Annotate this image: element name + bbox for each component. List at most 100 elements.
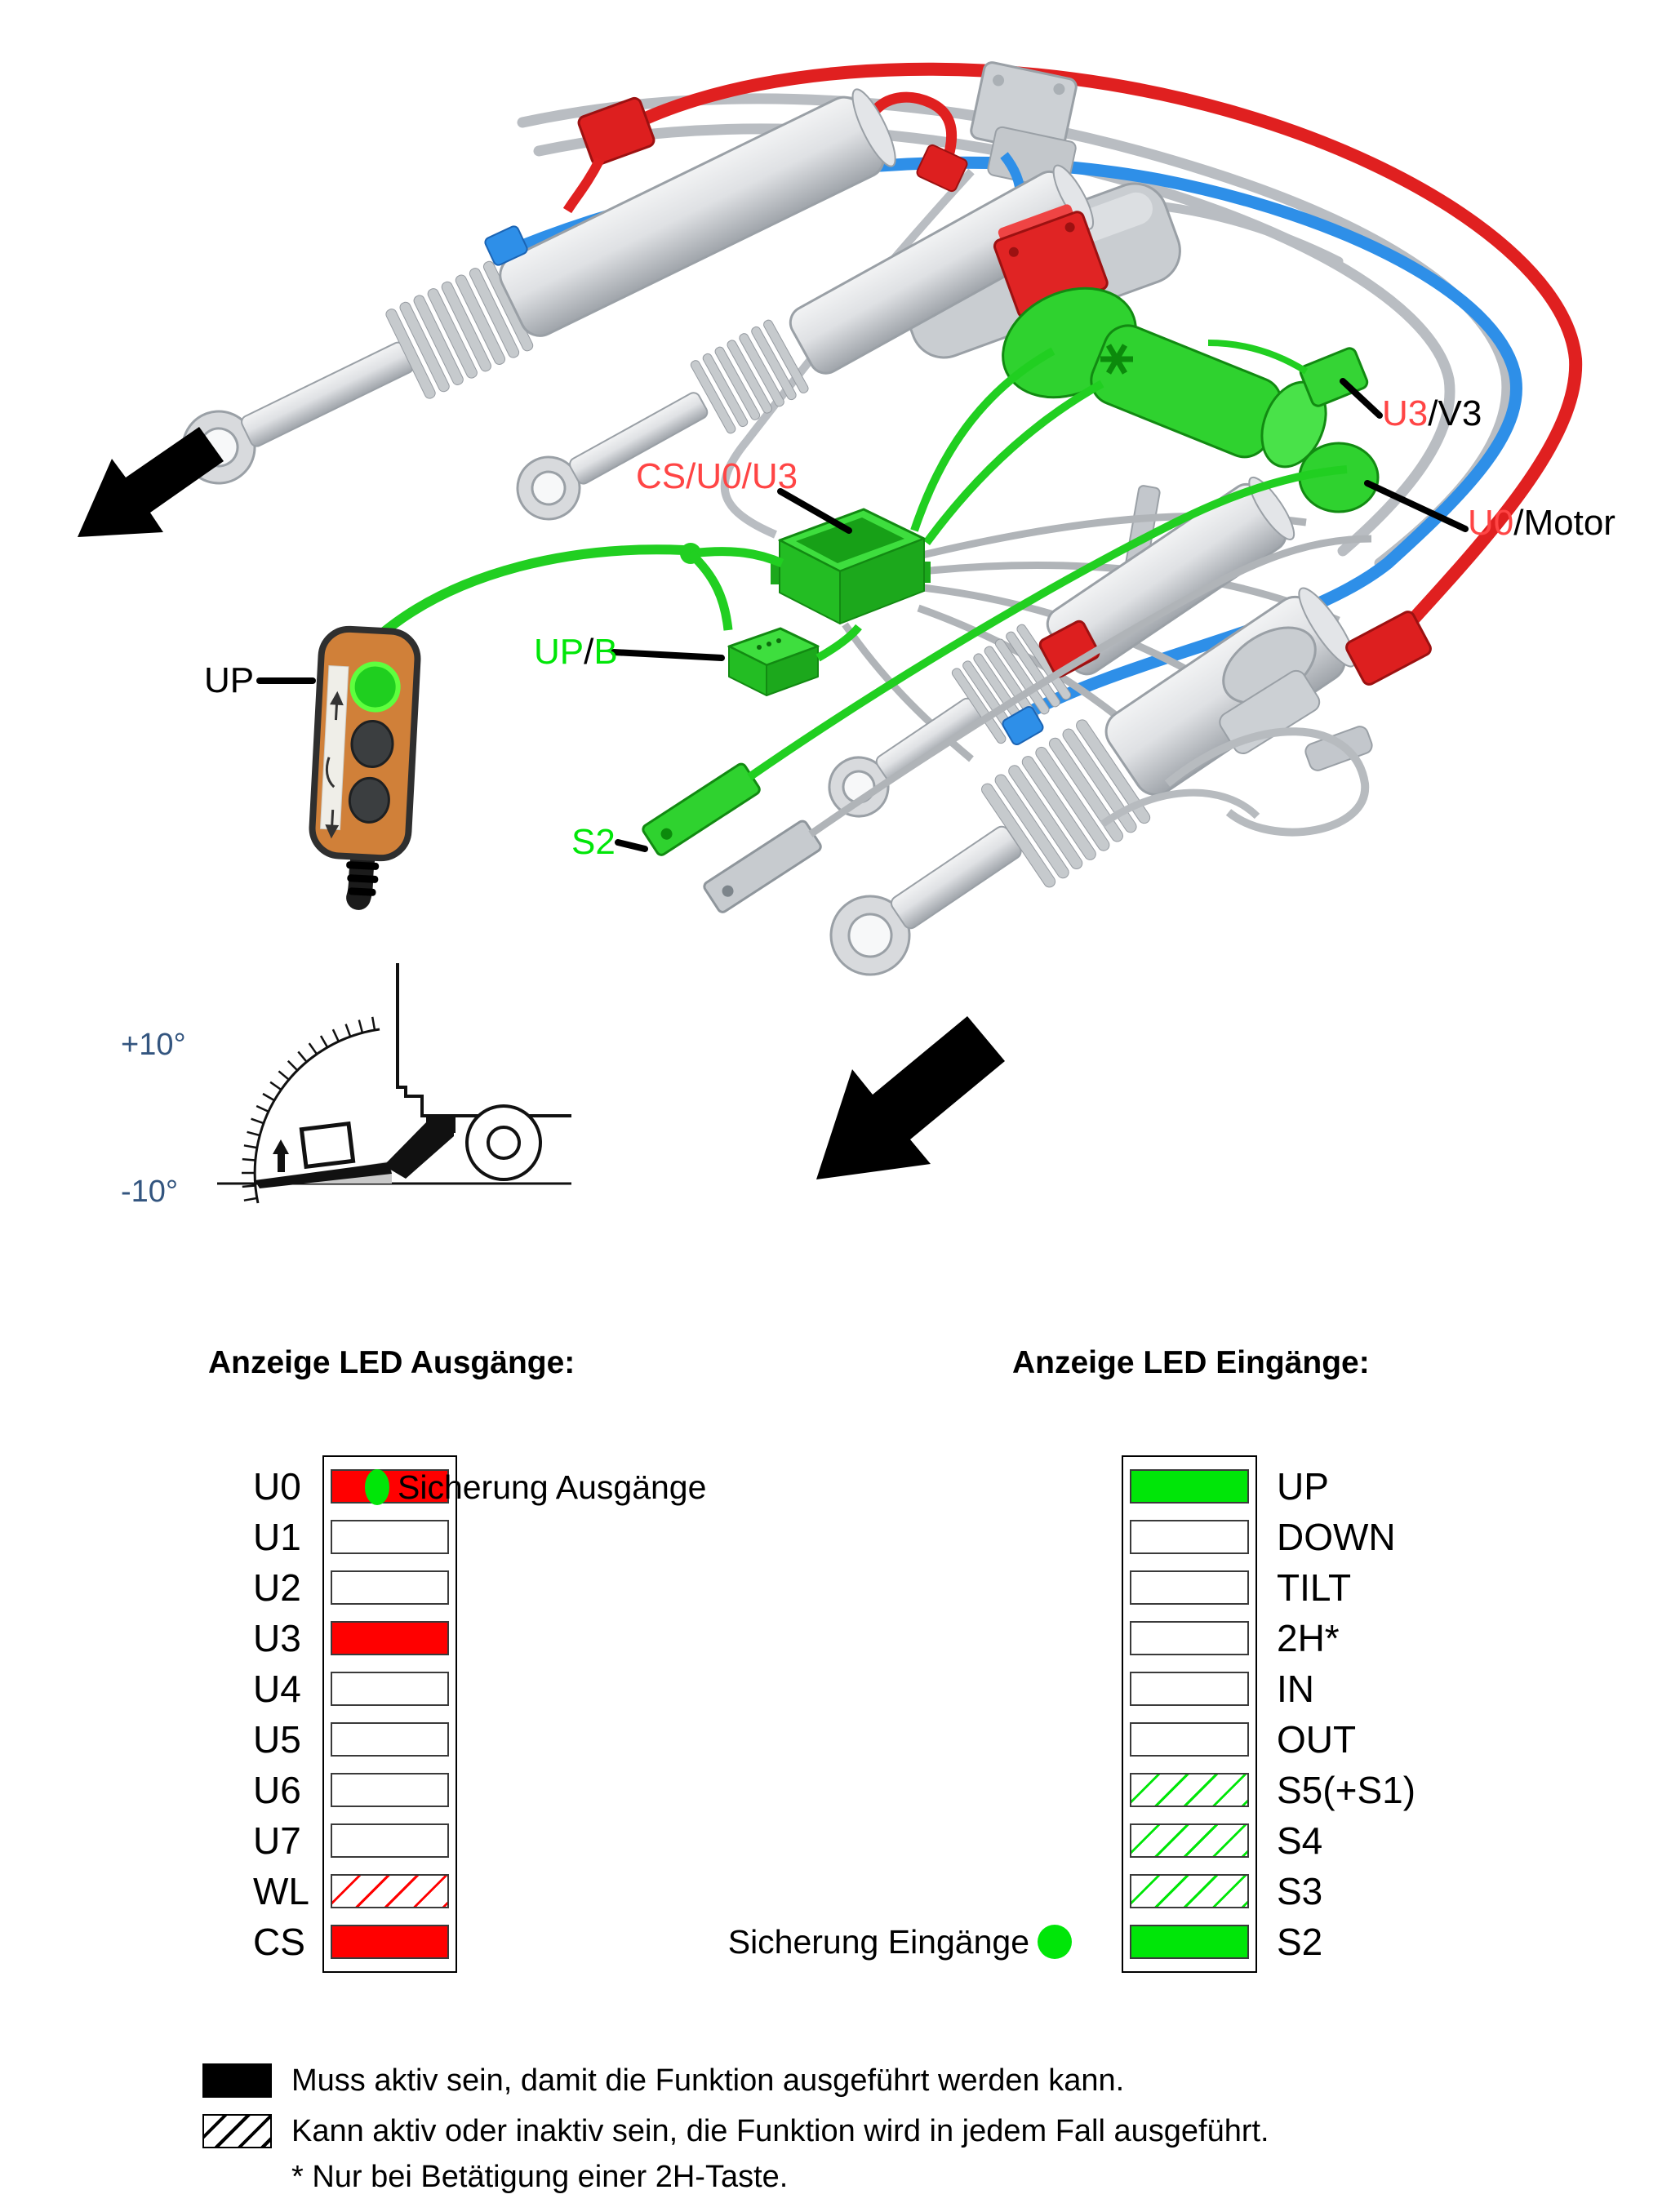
led-row-label: S4 bbox=[1277, 1819, 1323, 1862]
sensor-cable-green bbox=[747, 465, 1348, 781]
down-button bbox=[350, 719, 394, 768]
leader-lines bbox=[256, 378, 1469, 852]
led-row-label: OUT bbox=[1277, 1718, 1357, 1761]
led-indicator bbox=[1130, 1570, 1249, 1605]
bellows bbox=[951, 624, 1072, 744]
led-row: S2 bbox=[1130, 1923, 1322, 1961]
led-row: TILT bbox=[1130, 1569, 1351, 1606]
lift-direction-icon bbox=[273, 1139, 289, 1172]
label-s2: S2 bbox=[571, 822, 616, 862]
led-row: U7 bbox=[253, 1819, 449, 1862]
led-indicator bbox=[1130, 1621, 1249, 1655]
tilt-angle-diagram: +10° -10° bbox=[121, 963, 571, 1209]
led-row: 2H* bbox=[1130, 1617, 1340, 1659]
led-indicator bbox=[1130, 1773, 1249, 1807]
tilt-minus-label: -10° bbox=[121, 1175, 178, 1209]
bellows bbox=[690, 319, 809, 434]
led-row: WL bbox=[253, 1870, 449, 1912]
red-hose bbox=[630, 62, 1583, 658]
led-indicator bbox=[1130, 1672, 1249, 1706]
led-row-label: CS bbox=[253, 1921, 305, 1963]
led-row-label: U6 bbox=[253, 1769, 301, 1811]
led-row-label: WL bbox=[253, 1870, 309, 1912]
label-up-b-post: B bbox=[593, 632, 617, 672]
led-row-label: 2H* bbox=[1277, 1617, 1340, 1659]
led-row: UP bbox=[1130, 1468, 1329, 1505]
led-row-label: U7 bbox=[253, 1819, 301, 1862]
led-indicator bbox=[331, 1874, 449, 1908]
led-indicator bbox=[331, 1469, 449, 1504]
up-button bbox=[349, 661, 401, 713]
fuse-led-icon bbox=[1038, 1925, 1072, 1959]
protractor-arc bbox=[253, 1028, 380, 1204]
fuse-led-icon bbox=[365, 1469, 389, 1505]
legend-active-text: Muss aktiv sein, damit die Funktion ausg… bbox=[291, 2063, 1125, 2098]
fan-icon bbox=[1100, 344, 1133, 375]
connector-up-b bbox=[727, 627, 820, 696]
led-indicator bbox=[1130, 1469, 1249, 1504]
hydraulic-cylinder-upper-1 bbox=[181, 88, 896, 485]
tilt-plus-label: +10° bbox=[121, 1028, 186, 1062]
red-fitting bbox=[916, 144, 968, 193]
label-up-b-slash: / bbox=[584, 632, 594, 672]
green-cable bbox=[816, 624, 862, 662]
led-indicator bbox=[331, 1823, 449, 1858]
led-row-label: U1 bbox=[253, 1516, 301, 1558]
led-row: U3 bbox=[253, 1619, 449, 1657]
red-fitting bbox=[1038, 620, 1100, 678]
legend-optional-swatch bbox=[202, 2114, 272, 2148]
led-row-label: DOWN bbox=[1277, 1516, 1396, 1558]
red-fitting bbox=[577, 96, 656, 167]
label-up-b: UP/B bbox=[534, 632, 618, 672]
protractor-ticks bbox=[242, 1016, 376, 1201]
sensor-gray bbox=[703, 820, 822, 913]
tilt-button bbox=[348, 776, 390, 824]
valve-cluster bbox=[1100, 626, 1373, 837]
led-indicator bbox=[331, 1773, 449, 1807]
arm-pad bbox=[426, 1115, 456, 1133]
green-cable bbox=[690, 547, 784, 568]
led-row: S4 bbox=[1130, 1819, 1323, 1862]
led-row-label: S3 bbox=[1277, 1870, 1323, 1912]
led-indicator bbox=[1130, 1722, 1249, 1757]
green-cable bbox=[922, 380, 1104, 545]
led-indicator bbox=[331, 1925, 449, 1959]
legend-footnote: * Nur bei Betätigung einer 2H-Taste. bbox=[291, 2160, 789, 2194]
label-u3-v3-pre: U3 bbox=[1382, 393, 1428, 433]
direction-arrow-right bbox=[816, 1016, 1005, 1179]
led-indicator bbox=[331, 1520, 449, 1554]
label-u0-motor-post: /Motor bbox=[1513, 503, 1615, 543]
led-row: S5(+S1) bbox=[1130, 1771, 1415, 1809]
sensor-cable-gray bbox=[808, 535, 1372, 837]
bellows bbox=[981, 719, 1151, 888]
green-cable bbox=[687, 549, 733, 631]
direction-arrow-left bbox=[78, 427, 224, 537]
led-row: OUT bbox=[1130, 1718, 1357, 1761]
outputs-panel-title: Anzeige LED Ausgänge: bbox=[208, 1345, 576, 1380]
red-fitting bbox=[1345, 611, 1432, 686]
led-row: U0 bbox=[253, 1468, 449, 1505]
led-row: DOWN bbox=[1130, 1516, 1396, 1558]
hydraulic-cylinder-upper-2 bbox=[516, 164, 1095, 521]
outputs-fuse-indicator: Sicherung Ausgänge bbox=[365, 1468, 706, 1506]
label-u0-motor: U0/Motor bbox=[1468, 503, 1615, 543]
tail-lift-illustration: +10° -10° UP UP/B CS/U0/U3 S2 U3/V3 U0/M… bbox=[78, 61, 1615, 1209]
control-pendant bbox=[309, 625, 421, 910]
green-cable bbox=[910, 347, 1055, 532]
label-cs-u0-u3: CS/U0/U3 bbox=[636, 456, 798, 496]
green-wire bbox=[1207, 340, 1309, 375]
led-row: U1 bbox=[253, 1516, 449, 1558]
led-row: U2 bbox=[253, 1569, 449, 1606]
hydraulic-cylinder-lower-2 bbox=[828, 476, 1295, 818]
strip-icons bbox=[325, 691, 344, 839]
blue-fitting bbox=[484, 225, 528, 266]
led-row: IN bbox=[1130, 1670, 1314, 1708]
pump-motor-unit bbox=[1002, 286, 1380, 513]
inputs-fuse-indicator: Sicherung Eingänge bbox=[728, 1923, 1072, 1961]
led-indicator bbox=[1130, 1520, 1249, 1554]
label-up-b-pre: UP bbox=[534, 632, 584, 672]
label-up: UP bbox=[204, 660, 254, 700]
red-elbow bbox=[562, 157, 605, 214]
led-indicator bbox=[331, 1570, 449, 1605]
